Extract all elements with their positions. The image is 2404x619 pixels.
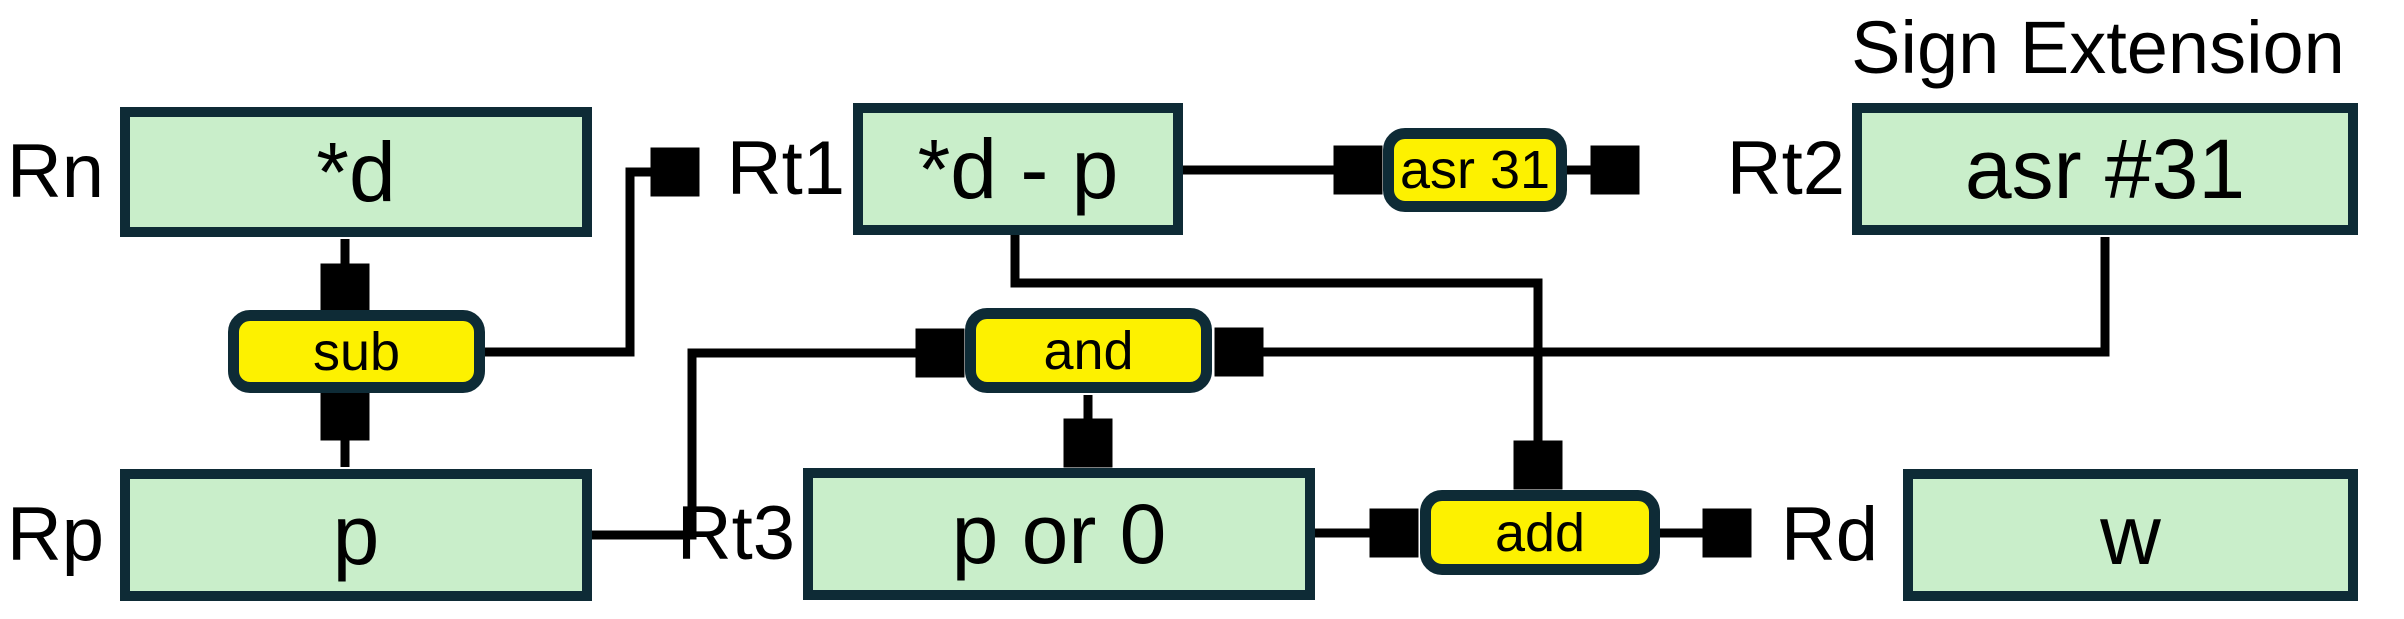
- operation-node-and: and: [965, 308, 1212, 393]
- register-box-rt1: *d - p: [853, 103, 1183, 235]
- operation-node-asr: asr 31: [1383, 128, 1567, 212]
- connector-rt1-to-add: [1010, 235, 1538, 482]
- label-rp: Rp: [6, 492, 104, 577]
- register-box-rn: *d: [120, 107, 592, 237]
- register-box-rt2: asr #31: [1852, 103, 2358, 235]
- label-rn: Rn: [6, 129, 104, 214]
- register-box-rt3: p or 0: [803, 468, 1315, 600]
- connector-rt2-to-and: [1222, 237, 2110, 352]
- label-rd: Rd: [1780, 492, 1878, 577]
- diagram-title: Sign Extension: [1851, 6, 2345, 89]
- operation-node-sub: sub: [228, 310, 485, 393]
- operation-node-add: add: [1420, 490, 1660, 575]
- register-box-rp: p: [120, 469, 592, 601]
- label-rt2: Rt2: [1726, 126, 1845, 211]
- label-rt3: Rt3: [676, 491, 795, 576]
- register-box-rd: w: [1903, 469, 2358, 601]
- connector-rp-to-and: [592, 353, 957, 540]
- label-rt1: Rt1: [726, 126, 845, 211]
- connector-sub-to-rt1: [485, 172, 692, 357]
